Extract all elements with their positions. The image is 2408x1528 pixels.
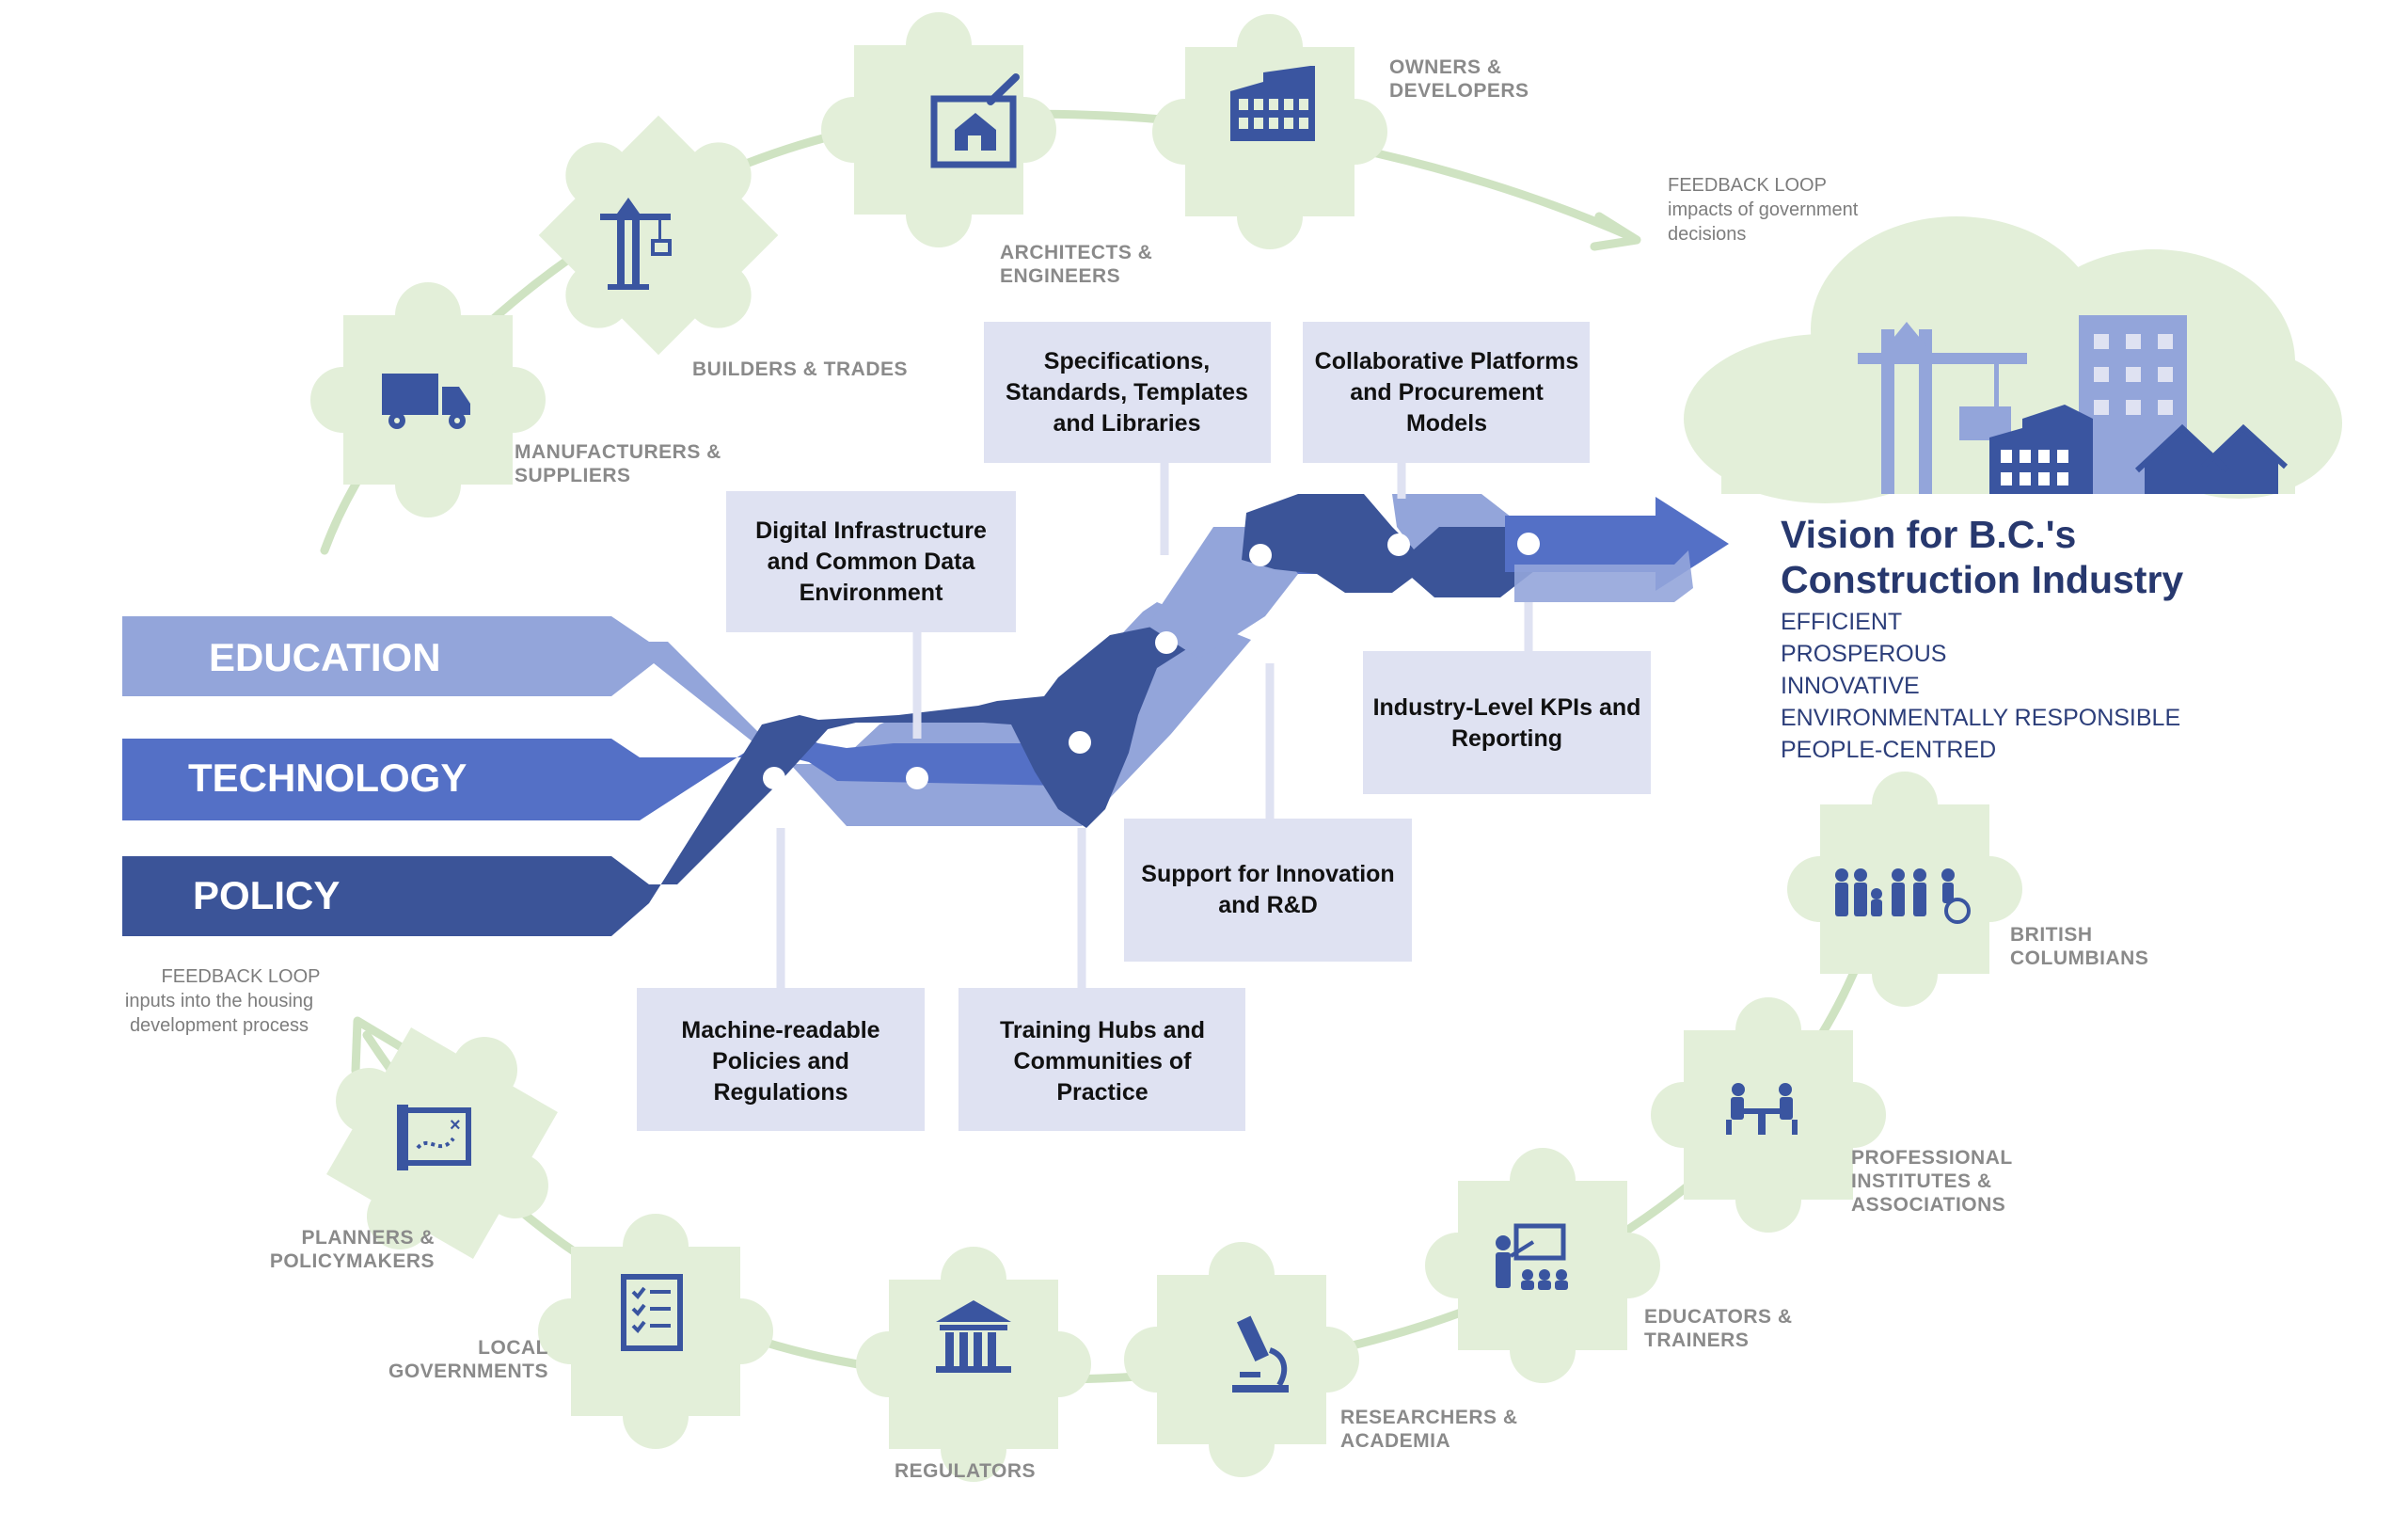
factory-icon [1230, 66, 1315, 141]
vision-title: Vision for B.C.'s [1781, 513, 2076, 556]
teacher-icon [1496, 1223, 1568, 1290]
stakeholder-builders-trades: BUILDERS & TRADES [492, 69, 908, 402]
band-education-label: EDUCATION [209, 635, 441, 679]
microscope-icon [1232, 1315, 1289, 1393]
svg-text:RESEARCHERS &ACADEMIA: RESEARCHERS &ACADEMIA [1340, 1407, 1518, 1452]
stakeholder-architects-engineers: ARCHITECTS &ENGINEERS [821, 12, 1152, 287]
svg-text:×: × [450, 1115, 461, 1136]
family-icon [1835, 868, 1971, 924]
government-building-icon [936, 1300, 1011, 1373]
svg-text:MANUFACTURERS &SUPPLIERS: MANUFACTURERS &SUPPLIERS [515, 441, 721, 486]
vision-item: ENVIRONMENTALLY RESPONSIBLE [1781, 705, 2180, 731]
stakeholder-planners-policymakers: × PLANNERS &POLICYMAKERS [270, 982, 603, 1304]
stakeholder-regulators: REGULATORS [856, 1247, 1091, 1482]
junction-dots [763, 533, 1540, 789]
meeting-table-icon [1726, 1083, 1798, 1135]
stakeholder-educators-trainers: EDUCATORS &TRAINERS [1425, 1148, 1793, 1383]
band-technology-label: TECHNOLOGY [188, 756, 467, 800]
vision-statement: Vision for B.C.'s Construction Industry … [1781, 513, 2183, 763]
band-policy-label: POLICY [193, 873, 340, 917]
svg-text:ARCHITECTS &ENGINEERS: ARCHITECTS &ENGINEERS [1000, 242, 1152, 287]
city-skyline-icon [1858, 315, 2289, 494]
blueprint-house-icon [930, 73, 1020, 168]
truck-icon [382, 374, 470, 429]
stakeholder-owners-developers: OWNERS &DEVELOPERS [1152, 14, 1529, 249]
vision-item: PEOPLE-CENTRED [1781, 737, 1996, 763]
tower-crane-icon [600, 198, 672, 290]
stakeholder-researchers-academia: RESEARCHERS &ACADEMIA [1124, 1242, 1518, 1477]
svg-text:OWNERS &DEVELOPERS: OWNERS &DEVELOPERS [1389, 56, 1529, 102]
svg-text:BUILDERS & TRADES: BUILDERS & TRADES [692, 358, 908, 380]
stakeholder-manufacturers-suppliers: MANUFACTURERS &SUPPLIERS [310, 282, 721, 517]
box-connectors [776, 463, 1533, 993]
svg-text:PLANNERS &POLICYMAKERS: PLANNERS &POLICYMAKERS [270, 1227, 435, 1272]
svg-text:REGULATORS: REGULATORS [895, 1460, 1036, 1482]
vision-item: PROSPEROUS [1781, 641, 1946, 667]
vision-item: EFFICIENT [1781, 609, 1902, 635]
map-icon: × [397, 1105, 471, 1170]
svg-text:Construction Industry: Construction Industry [1781, 558, 2183, 601]
checklist-icon [621, 1274, 683, 1351]
vision-item: INNOVATIVE [1781, 673, 1920, 699]
svg-text:EDUCATORS &TRAINERS: EDUCATORS &TRAINERS [1644, 1306, 1793, 1351]
